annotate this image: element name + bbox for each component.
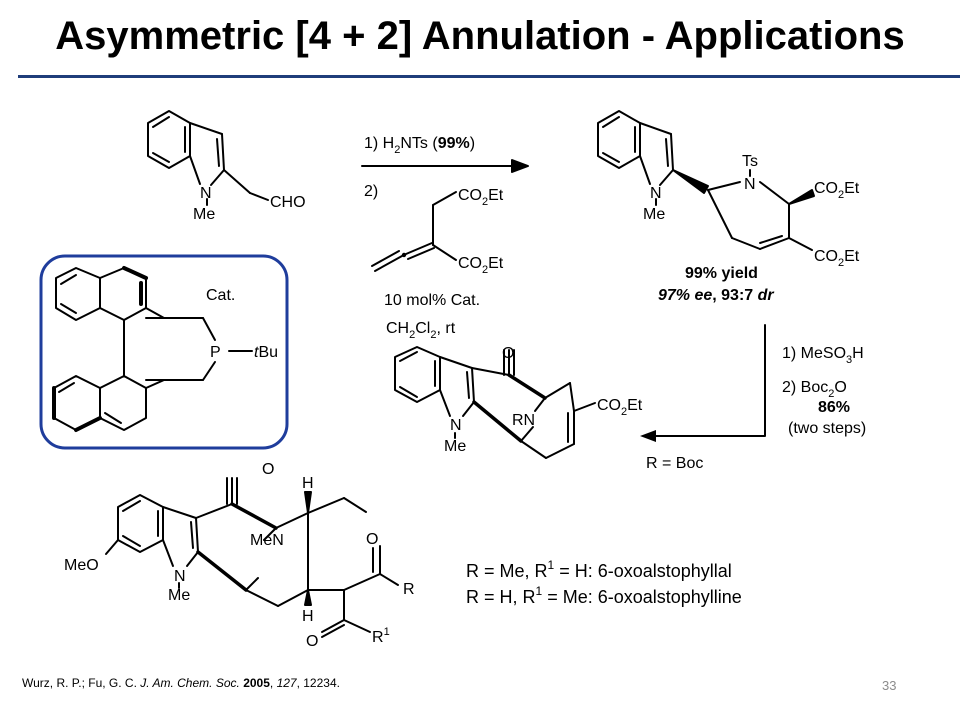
np-meo-label: MeO — [64, 557, 99, 574]
product1-indole-n: N — [650, 185, 662, 202]
definition-line-2: R = H, R1 = Me: 6-oxoalstophylline — [466, 584, 742, 607]
catalyst-label: Cat. — [206, 287, 235, 304]
catalyst-loading: 10 mol% Cat. — [384, 292, 480, 309]
np-me-label: Me — [168, 587, 190, 604]
np-h-top: H — [302, 475, 314, 492]
np-o-top: O — [262, 461, 274, 478]
product1-n-label: N — [744, 176, 756, 193]
title-rule — [18, 75, 960, 78]
product1-ester-top: CO2Et — [814, 180, 860, 201]
np-men-label: MeN — [250, 532, 284, 549]
citation: Wurz, R. P.; Fu, G. C. J. Am. Chem. Soc.… — [22, 676, 340, 690]
step2-note: (two steps) — [788, 420, 866, 437]
np-h-bottom: H — [302, 608, 314, 625]
np-o-carbonyl: O — [306, 633, 318, 650]
np-r-label: R — [403, 581, 415, 598]
np-n-label: N — [174, 568, 186, 585]
citation-authors: Wurz, R. P.; Fu, G. C. — [22, 676, 141, 690]
product2-rn-label: RN — [512, 412, 535, 429]
step2-condition2: 2) Boc2O — [782, 379, 847, 400]
catalyst-structure — [52, 266, 253, 432]
product1-ts-label: Ts — [742, 153, 758, 170]
allene-ester-top: CO2Et — [458, 187, 504, 208]
r-definition: R = Boc — [646, 455, 703, 472]
catalyst-p-label: P — [210, 344, 221, 361]
catalyst-tbu-label: tBu — [254, 344, 278, 361]
product2-me-label: Me — [444, 438, 466, 455]
product1-structure — [597, 110, 815, 251]
step1-condition2: 2) — [364, 183, 378, 200]
product2-n-label: N — [450, 417, 462, 434]
step2-yield: 86% — [818, 399, 850, 416]
product2-structure — [394, 346, 596, 459]
citation-year: 2005 — [243, 676, 270, 690]
start-n-label: N — [200, 185, 212, 202]
allene-ester-bottom: CO2Et — [458, 255, 504, 276]
product1-selectivity: 97% ee, 93:7 dr — [658, 287, 774, 304]
citation-volume: 127 — [276, 676, 297, 690]
slide-title: Asymmetric [4 + 2] Annulation - Applicat… — [55, 14, 905, 58]
product2-o-label: O — [502, 345, 514, 362]
start-material-structure — [147, 110, 269, 206]
product2-ester: CO2Et — [597, 397, 643, 418]
product1-me-label: Me — [643, 206, 665, 223]
definition-line-1: R = Me, R1 = H: 6-oxoalstophyllal — [466, 558, 732, 581]
natural-product-structure — [105, 477, 399, 638]
np-r1-label: R1 — [372, 626, 390, 646]
solvent-conditions: CH2Cl2, rt — [386, 320, 456, 341]
step2-condition1: 1) MeSO3H — [782, 345, 864, 366]
step1-condition1: 1) H2NTs (99%) — [364, 135, 475, 156]
product1-yield: 99% yield — [685, 265, 758, 282]
allenoate-structure — [371, 191, 457, 272]
np-o-ring: O — [366, 531, 378, 548]
catalyst-box — [39, 254, 289, 450]
page-number: 33 — [882, 678, 897, 693]
aldehyde-label: CHO — [270, 194, 306, 211]
citation-pages: , 12234. — [296, 676, 340, 690]
start-me-label: Me — [193, 206, 215, 223]
citation-journal: J. Am. Chem. Soc. — [140, 676, 240, 690]
step2-arrow — [653, 324, 766, 437]
product1-ester-bottom: CO2Et — [814, 248, 860, 269]
